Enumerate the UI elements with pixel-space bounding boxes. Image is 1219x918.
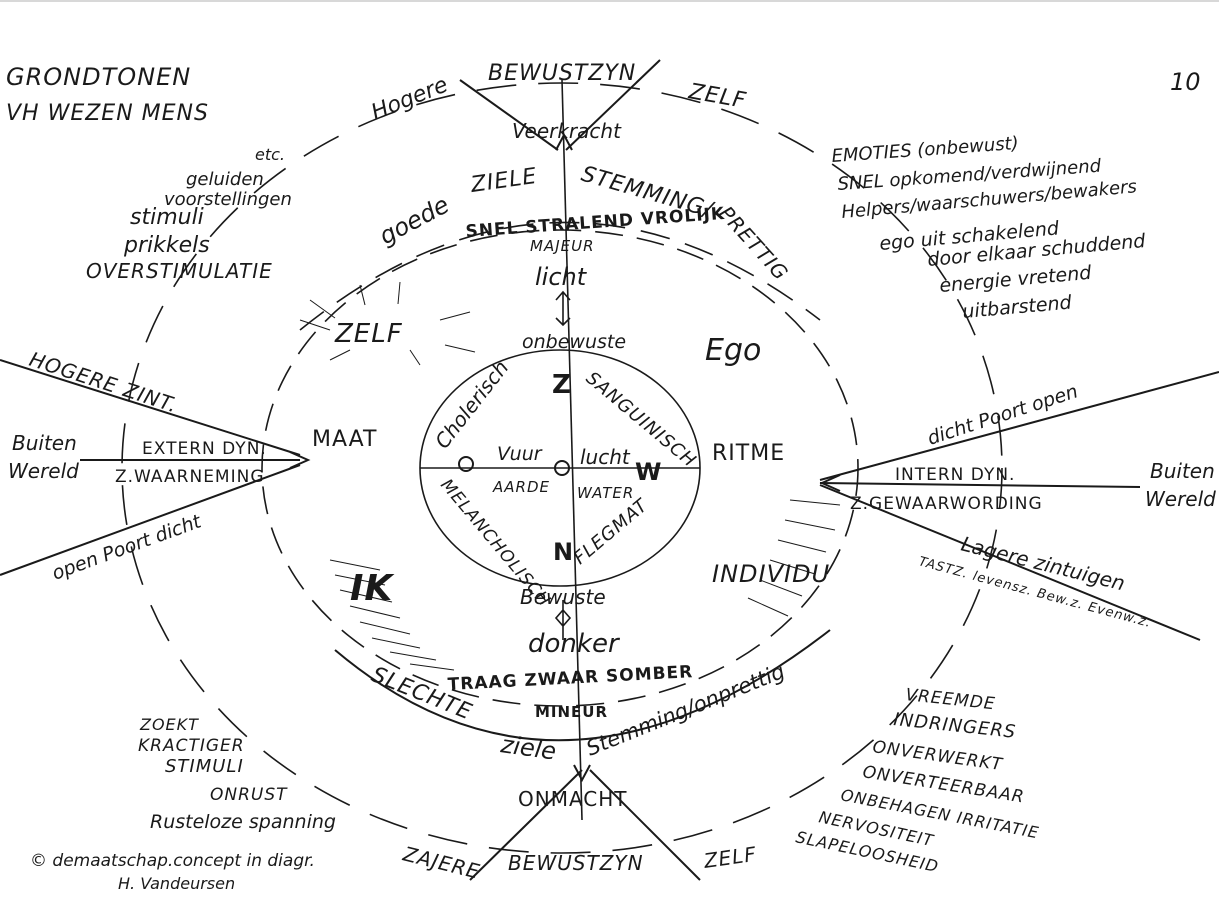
arrow-head-left bbox=[289, 451, 311, 469]
list-item: STIMULI bbox=[165, 756, 244, 777]
bottom-v-right bbox=[589, 769, 701, 881]
bottom-left-list: ZOEKT KRACTIGER STIMULI ONRUST Rusteloze… bbox=[138, 715, 336, 833]
zelf-top: ZELF bbox=[686, 79, 748, 114]
list-item: Rusteloze spanning bbox=[150, 811, 336, 833]
bottom-right-list: VREEMDE INDRINGERS ONVERWERKT ONVERTEERB… bbox=[794, 685, 1041, 876]
list-item: EMOTIES (onbewust) bbox=[831, 133, 1019, 167]
author: H. Vandeursen bbox=[118, 874, 235, 893]
hatching-right bbox=[747, 499, 841, 617]
open-poort-dicht: open Poort dicht bbox=[49, 510, 205, 585]
double-arrow-upper bbox=[555, 290, 571, 327]
wereld-right: Wereld bbox=[1145, 487, 1216, 511]
extern-dyn: EXTERN DYN. bbox=[142, 439, 267, 459]
lower-arc bbox=[334, 629, 831, 742]
left-wedge-bottom bbox=[0, 464, 301, 576]
ziele-upper: ZIELE bbox=[468, 164, 538, 198]
arrow-head-up bbox=[555, 132, 573, 151]
aarde-label: AARDE bbox=[492, 478, 550, 496]
rays-zelf bbox=[299, 281, 476, 366]
z-letter: Z bbox=[552, 370, 572, 400]
title-line1: GRONDTONEN bbox=[6, 63, 191, 91]
list-item: voorstellingen bbox=[164, 189, 292, 210]
hogere-zint: HOGERE ZINT. bbox=[26, 347, 180, 418]
licht-label: licht bbox=[535, 263, 588, 291]
right-wedge-bottom bbox=[819, 484, 1201, 641]
left-wedge-top bbox=[0, 359, 301, 456]
page-number: 10 bbox=[1170, 68, 1201, 96]
vuur-label: Vuur bbox=[497, 443, 543, 465]
list-item: geluiden bbox=[186, 169, 264, 190]
mineur-label: MINEUR bbox=[535, 703, 608, 721]
list-item: ZOEKT bbox=[139, 715, 199, 734]
list-item: prikkels bbox=[123, 233, 210, 258]
buiten-left: Buiten bbox=[12, 431, 77, 455]
top-left-list: etc. geluiden voorstellingen stimuli pri… bbox=[86, 145, 292, 283]
list-item: INDRINGERS bbox=[892, 709, 1017, 743]
majeur-label: MAJEUR bbox=[530, 237, 595, 255]
top-right-list: EMOTIES (onbewust) SNEL opkomend/verdwij… bbox=[831, 133, 1147, 323]
list-item: uitbarstend bbox=[962, 291, 1074, 323]
title-line2: VH WEZEN MENS bbox=[6, 101, 209, 126]
donker-label: donker bbox=[528, 629, 621, 659]
bewustzyn-bottom: BEWUSTZYN bbox=[508, 851, 644, 875]
maat-label: MAAT bbox=[312, 427, 377, 452]
gewaarwording-label: Z.GEWAARWORDING bbox=[850, 494, 1043, 514]
top-border bbox=[0, 0, 1219, 2]
list-item: OVERSTIMULATIE bbox=[86, 259, 273, 283]
vertical-axis bbox=[561, 79, 583, 821]
arrow-head-down bbox=[573, 764, 591, 783]
flegmat-label: FLEGMAT bbox=[570, 494, 653, 569]
copyright: © demaatschap.concept in diagr. bbox=[30, 851, 315, 871]
onbewuste-label: onbewuste bbox=[522, 331, 626, 353]
bewuste-label: Bewuste bbox=[520, 585, 606, 609]
onmacht-label: ONMACHT bbox=[518, 787, 628, 811]
lucht-label: lucht bbox=[580, 445, 631, 469]
zelf-bottom: ZELF bbox=[701, 842, 758, 873]
zelf-quadrant: ZELF bbox=[334, 319, 403, 349]
list-item: KRACTIGER bbox=[138, 736, 245, 756]
list-item: etc. bbox=[255, 145, 285, 164]
ziele-lower: ziele bbox=[498, 730, 558, 766]
hogere-label: Hogere bbox=[368, 72, 452, 125]
main-circle bbox=[261, 229, 859, 707]
bottom-v-left bbox=[469, 769, 583, 881]
list-item: ONRUST bbox=[210, 785, 288, 805]
zwakke-label: ZAJERE bbox=[400, 841, 483, 884]
prettig-upper: PRETTIG bbox=[714, 201, 793, 285]
individu-quadrant: INDIVIDU bbox=[712, 560, 830, 588]
bewustzyn-top: BEWUSTZYN bbox=[488, 61, 636, 86]
upper-arc bbox=[299, 221, 821, 331]
hatching-ik bbox=[329, 559, 455, 671]
list-item: VREEMDE bbox=[904, 685, 996, 714]
right-arrow bbox=[819, 482, 1141, 488]
ritme-label: RITME bbox=[712, 441, 785, 466]
center-node bbox=[554, 460, 570, 476]
w-letter: W bbox=[635, 458, 662, 486]
waarneming-label: Z.WAARNEMING bbox=[115, 467, 265, 487]
ik-quadrant: IK bbox=[350, 568, 395, 609]
list-item: stimuli bbox=[130, 205, 204, 230]
veerkracht-label: Veerkracht bbox=[512, 119, 622, 143]
west-node bbox=[458, 456, 474, 472]
intern-dyn: INTERN DYN. bbox=[895, 465, 1015, 485]
top-v-right bbox=[565, 59, 661, 151]
water-label: WATER bbox=[577, 484, 634, 502]
snel-stralend: SNEL STRALEND VROLIJK bbox=[465, 204, 726, 242]
traag-label: TRAAG ZWAAR SOMBER bbox=[447, 662, 694, 695]
wereld-left: Wereld bbox=[8, 459, 79, 483]
ego-quadrant: Ego bbox=[705, 333, 761, 368]
right-wedge-top bbox=[819, 371, 1219, 481]
double-arrow-lower bbox=[554, 600, 572, 640]
top-v-left bbox=[459, 79, 559, 151]
goede-label: goede bbox=[375, 191, 454, 251]
buiten-right: Buiten bbox=[1150, 459, 1215, 483]
arrow-head-right bbox=[819, 474, 841, 492]
n-letter: N bbox=[553, 538, 574, 566]
